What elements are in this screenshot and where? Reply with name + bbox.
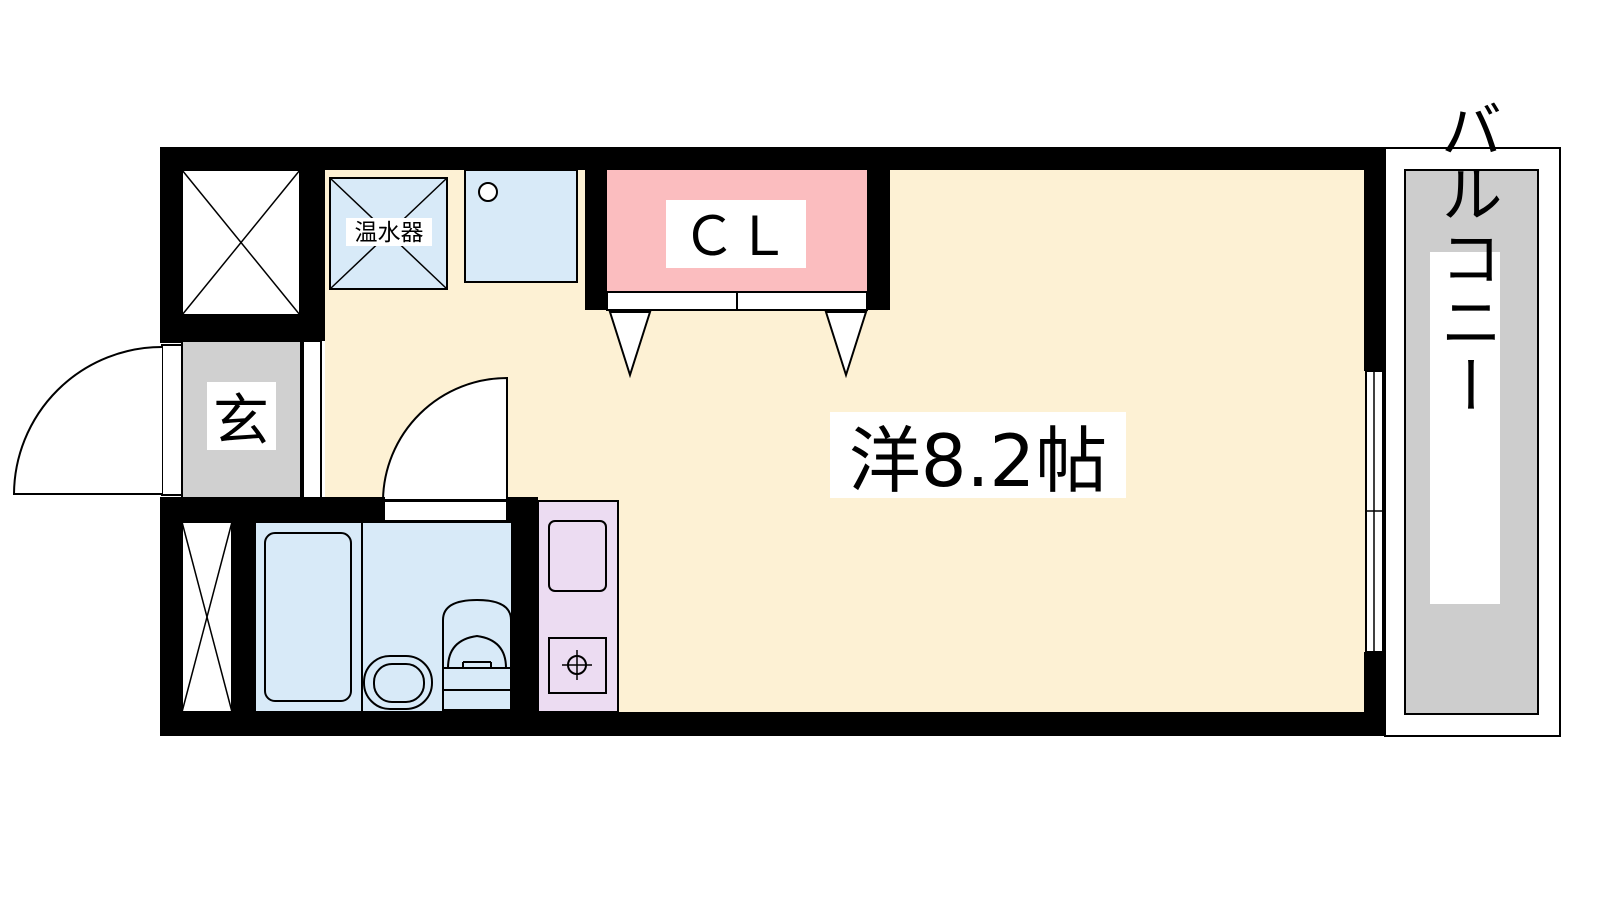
water-heater-label: 温水器 [355, 220, 424, 246]
toilet-icon [442, 598, 512, 669]
balcony-label-bg [1430, 252, 1500, 604]
wall-right-bottom [1364, 652, 1385, 736]
stove-burner [548, 637, 607, 694]
bathroom-door-swing [381, 376, 508, 501]
balcony-label: バルコニー [1430, 98, 1503, 418]
wall-right-top [1364, 147, 1385, 371]
wall-bottom [160, 712, 1385, 736]
closet-label: ＣＬ [682, 205, 790, 268]
western-room-label: 洋8.2帖 [849, 419, 1108, 503]
closet-door-right [824, 311, 868, 379]
wall-left-top [160, 147, 182, 343]
closet-door-left [608, 311, 652, 379]
entrance-label-bg [207, 382, 276, 450]
bathroom-door-rail [382, 500, 508, 522]
western-room-label-bg [830, 412, 1126, 498]
entrance-door-swing [12, 346, 163, 495]
water-heater-label-bg [346, 218, 432, 246]
drain-icon [478, 182, 498, 202]
bathtub [264, 532, 352, 702]
closet-label-bg [666, 200, 806, 268]
entrance-label: 玄 [213, 389, 269, 454]
wall-left-bottom [160, 497, 182, 736]
kitchen-sink [548, 520, 607, 592]
wall-top [160, 147, 1385, 170]
kitchen-counter [537, 500, 619, 713]
entrance-door-frame [161, 344, 183, 496]
